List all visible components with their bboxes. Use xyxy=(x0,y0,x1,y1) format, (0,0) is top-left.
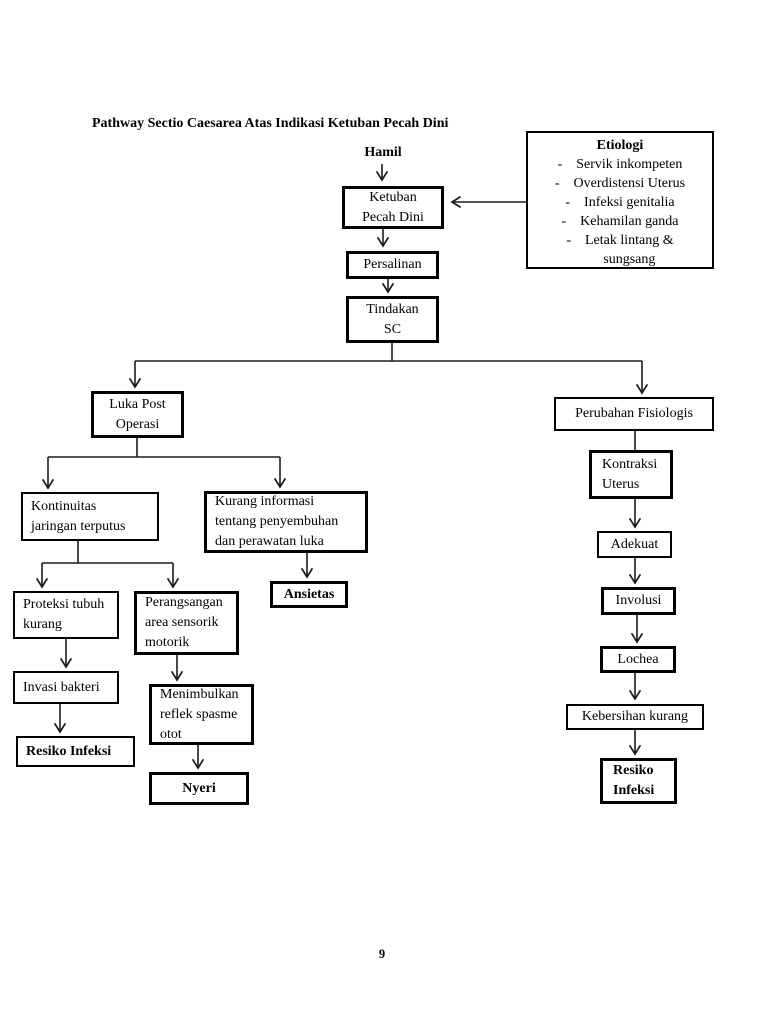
etiologi-item: - Kehamilan ganda xyxy=(528,212,712,231)
node-perangsangan: Perangsangan area sensorik motorik xyxy=(134,591,239,655)
node-resiko-infeksi-left: Resiko Infeksi xyxy=(16,736,135,767)
node-invasi-bakteri: Invasi bakteri xyxy=(13,671,119,704)
etiologi-item: - Letak lintang & sungsang xyxy=(528,231,712,269)
node-ansietas: Ansietas xyxy=(270,581,348,608)
etiologi-item: - Infeksi genitalia xyxy=(528,193,712,212)
node-resiko-infeksi-right: Resiko Infeksi xyxy=(600,758,677,804)
list-dash: - xyxy=(554,176,560,191)
node-menimbulkan-reflek: Menimbulkan reflek spasme otot xyxy=(149,684,254,745)
node-perubahan-fisiologis: Perubahan Fisiologis xyxy=(554,397,714,431)
page-number: 9 xyxy=(378,947,386,961)
node-ketuban-pecah-dini: Ketuban Pecah Dini xyxy=(342,186,444,229)
node-hamil: Hamil xyxy=(364,145,402,160)
node-adekuat: Adekuat xyxy=(597,531,672,558)
node-kurang-informasi: Kurang informasi tentang penyembuhan dan… xyxy=(204,491,368,553)
etiologi-item-label: Letak lintang & sungsang xyxy=(585,233,674,267)
etiologi-item-label: Servik inkompeten xyxy=(576,157,683,172)
etiologi-item-label: Kehamilan ganda xyxy=(580,214,679,229)
node-kontinuitas-jaringan: Kontinuitas jaringan terputus xyxy=(21,492,159,541)
list-dash: - xyxy=(557,157,563,172)
page-title: Pathway Sectio Caesarea Atas Indikasi Ke… xyxy=(92,116,449,131)
node-involusi: Involusi xyxy=(601,587,676,615)
node-tindakan-sc: Tindakan SC xyxy=(346,296,439,343)
node-persalinan: Persalinan xyxy=(346,251,439,279)
etiologi-item: - Servik inkompeten xyxy=(528,155,712,174)
node-etiologi: Etiologi - Servik inkompeten - Overdiste… xyxy=(526,131,714,269)
list-dash: - xyxy=(561,214,567,229)
node-luka-post-operasi: Luka Post Operasi xyxy=(91,391,184,438)
node-proteksi-tubuh: Proteksi tubuh kurang xyxy=(13,591,119,639)
etiologi-item-label: Infeksi genitalia xyxy=(584,195,675,210)
etiologi-item: - Overdistensi Uterus xyxy=(528,174,712,193)
etiologi-item-label: Overdistensi Uterus xyxy=(573,176,686,191)
node-nyeri: Nyeri xyxy=(149,772,249,805)
node-kebersihan-kurang: Kebersihan kurang xyxy=(566,704,704,730)
list-dash: - xyxy=(566,233,571,248)
node-kontraksi-uterus: Kontraksi Uterus xyxy=(589,450,673,499)
etiologi-title: Etiologi xyxy=(596,138,644,153)
node-lochea: Lochea xyxy=(600,646,676,673)
list-dash: - xyxy=(565,195,571,210)
